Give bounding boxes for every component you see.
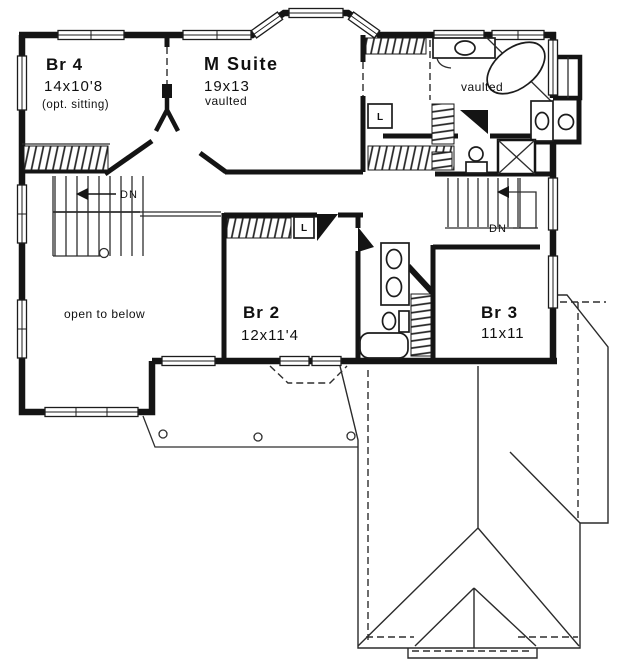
linen-closet-box xyxy=(293,216,315,239)
window xyxy=(44,406,139,418)
window xyxy=(16,55,28,111)
open-to-below-label: open to below xyxy=(64,307,145,321)
door-br2 xyxy=(317,214,338,241)
dn-label: DN xyxy=(489,223,507,235)
porch-post xyxy=(158,429,168,439)
window xyxy=(279,355,310,367)
linen-label: L xyxy=(301,223,307,234)
sink-icon xyxy=(385,276,403,298)
railing xyxy=(140,211,221,217)
window xyxy=(547,39,559,96)
stair-volute xyxy=(98,247,110,259)
toilet-icon xyxy=(468,146,484,162)
toilet-icon xyxy=(381,311,397,331)
window xyxy=(547,255,559,309)
dn-arrow xyxy=(497,186,509,198)
closet-hatch-br2 xyxy=(226,217,292,239)
stairs-secondary: DN xyxy=(445,178,538,235)
stairs-main: DN xyxy=(52,176,221,259)
bay-window xyxy=(288,7,344,19)
bay-window xyxy=(347,11,381,39)
dn-label: DN xyxy=(120,189,138,201)
room-labels: Br 4 14x10'8 (opt. sitting) M Suite 19x1… xyxy=(42,54,525,344)
double-door xyxy=(154,47,180,133)
window xyxy=(182,29,252,41)
window xyxy=(547,177,559,231)
room-dims-msuite: 19x13 xyxy=(204,78,250,95)
bath-vaulted-label: vaulted xyxy=(461,80,503,94)
sink-icon xyxy=(385,248,403,270)
sink-icon xyxy=(534,111,550,131)
room-label-msuite: M Suite xyxy=(204,54,279,74)
room-note-br4: (opt. sitting) xyxy=(42,99,109,111)
room-label-br3: Br 3 xyxy=(481,303,518,322)
bath2-angled-wall xyxy=(405,263,436,296)
window xyxy=(311,355,342,367)
roof-plan xyxy=(339,294,609,659)
dn-arrow xyxy=(76,188,88,200)
closet-hatch-mbath xyxy=(365,37,427,55)
closets xyxy=(22,37,455,357)
door-walkin xyxy=(460,110,488,134)
window xyxy=(491,29,545,41)
room-note-msuite: vaulted xyxy=(205,94,247,108)
sink-icon xyxy=(557,113,575,131)
porch-post xyxy=(253,432,263,442)
window xyxy=(57,29,125,41)
closet-hatch-bath2 xyxy=(410,293,432,357)
windows xyxy=(16,7,559,418)
door-bath2 xyxy=(358,227,374,252)
bathtub-icon xyxy=(359,332,409,359)
bay-below-dashed xyxy=(269,365,348,384)
linen-label: L xyxy=(377,112,383,123)
window xyxy=(16,184,28,244)
closet-hatch-walkin-side xyxy=(431,103,455,145)
closet-hatch-br4 xyxy=(23,145,109,171)
porch-post xyxy=(346,431,356,441)
master-bath-fixtures xyxy=(432,36,575,176)
closet-hatch-hall xyxy=(431,151,453,171)
window xyxy=(161,355,216,367)
room-dims-br4: 14x10'8 xyxy=(44,78,103,95)
room-label-br4: Br 4 xyxy=(46,55,83,74)
bay-window xyxy=(250,11,284,39)
hall-bath-fixtures xyxy=(359,242,410,359)
room-label-br2: Br 2 xyxy=(243,303,280,322)
porch-outline xyxy=(142,415,358,448)
closet-angled-wall xyxy=(103,138,154,177)
room-dims-br2: 12x11'4 xyxy=(241,327,299,344)
linen-closet-box xyxy=(367,103,393,129)
room-dims-br3: 11x11 xyxy=(481,325,525,342)
corner-tub-icon xyxy=(486,41,546,95)
doors xyxy=(317,110,488,252)
sink-icon xyxy=(454,40,476,56)
window xyxy=(16,299,28,359)
